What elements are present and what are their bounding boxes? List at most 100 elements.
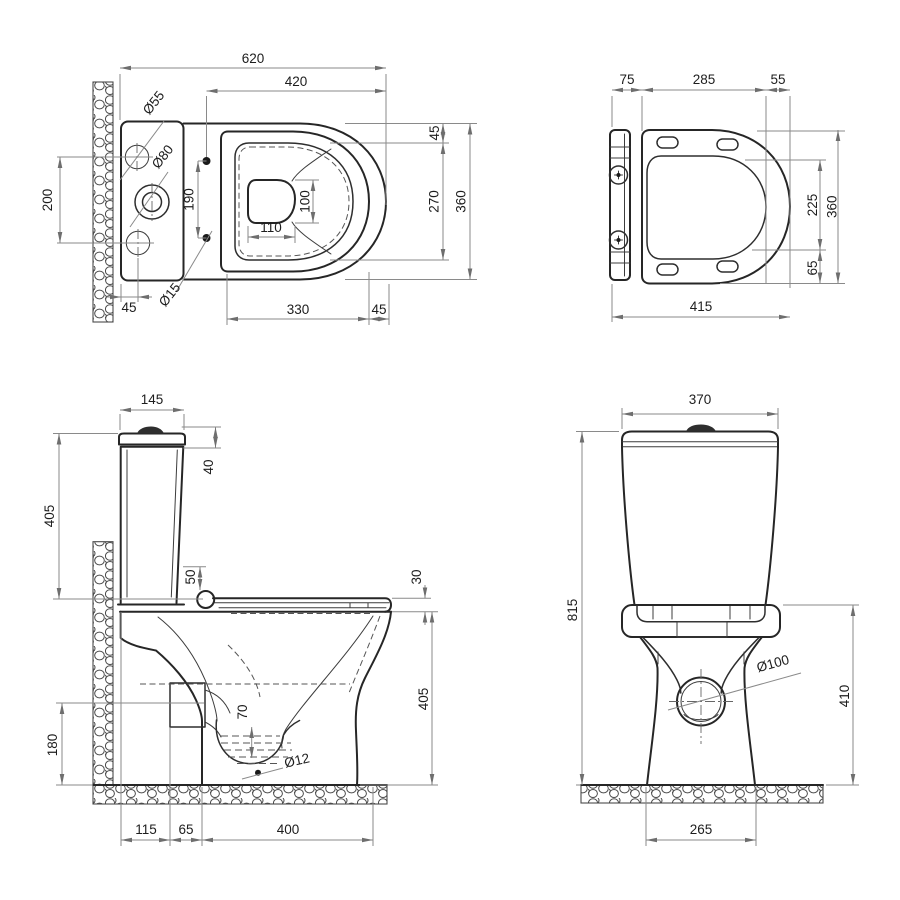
leader-lines-wc-plan [119,120,213,293]
drain-hole-inner [680,681,722,722]
view-side-section: 145 40 405 50 30 405 70 180 Ø12 115 65 4… [42,392,438,846]
seat-lid-outline [641,129,791,285]
screw-center-bottom [616,238,621,242]
dim-145: 145 [141,392,164,407]
dim-mount-hole: Ø15 [156,280,184,309]
view-rear: 370 815 Ø100 410 265 [565,392,859,846]
dim-65-side: 65 [178,822,193,837]
bowl-plan-outline [182,122,387,281]
wall-hatch-plan [92,81,114,323]
dim-45-tank: 45 [121,300,136,315]
dim-285: 285 [693,72,716,87]
dim-40: 40 [201,459,216,474]
dim-lid-hole: Ø55 [140,88,168,117]
inner-rim-hidden-edge [238,146,350,257]
hidden-edges-side [140,613,381,698]
dim-75: 75 [619,72,634,87]
dim-360-seat: 360 [824,195,839,218]
seat-side-details [212,602,390,609]
pedestal-ticks [657,651,745,665]
dim-270: 270 [427,190,442,213]
dim-405-bowl: 405 [416,688,431,711]
hinge-bar-details [609,133,631,277]
dim-330: 330 [287,302,310,317]
extension-lines-side [53,414,438,846]
dim-415: 415 [690,299,713,314]
dim-inlet-hole: Ø80 [149,142,177,171]
leader-fixing-hole [241,767,284,780]
dim-fixing-hole: Ø12 [283,750,311,770]
dim-190: 190 [182,188,197,211]
dim-110: 110 [260,220,282,235]
dim-225: 225 [805,194,820,217]
cistern-plan-outline [120,120,185,282]
dim-370: 370 [689,392,712,407]
cistern-inner-walls [126,449,178,598]
dim-420: 420 [285,74,308,89]
dim-265: 265 [690,822,713,837]
dim-400: 400 [277,822,300,837]
bumper-top-right [716,138,739,151]
seat-lid-side-profile [212,597,392,613]
bowl-rear-profile [119,610,203,786]
dim-115: 115 [135,822,157,837]
extension-lines-wc-plan [57,74,477,325]
outlet-box-side [169,682,206,728]
bowl-inner-rear-wall [157,616,218,722]
water-level-hatch [221,735,292,764]
view-wc-plan: 620 420 Ø55 Ø80 200 190 100 110 45 270 3… [40,51,477,325]
screw-cross-marks [614,170,623,245]
pedestal-outline-rear [639,636,763,786]
view-seat-plan: 75 285 55 225 360 65 415 [608,72,845,322]
seat-plan-outline [220,130,370,273]
lid-joint-lines [621,441,779,448]
dim-70: 70 [235,704,250,719]
extension-lines-rear [576,408,859,846]
dim-45-front: 45 [371,302,386,317]
cistern-body-side [119,445,185,604]
extension-lines-seat-plan [611,96,845,322]
cistern-base-ticks [652,604,751,620]
dim-620: 620 [242,51,265,66]
bowl-back-curves [642,637,760,694]
flush-button-rear [686,424,716,432]
dim-815: 815 [565,599,580,622]
dim-drain: Ø100 [755,652,791,675]
outlet-pipe-walls [204,689,231,738]
dim-45-rim: 45 [427,125,442,140]
bowl-inner-front-wall [281,615,374,749]
bumper-bottom-left [656,263,679,276]
dim-410: 410 [837,685,852,708]
wall-hatch-side [92,541,114,786]
drain-centerlines [669,669,734,744]
flush-button-side [137,426,164,434]
hinge-screw-bottom [608,230,629,250]
dim-180: 180 [45,734,60,757]
flush-channel-rear [676,621,728,638]
dim-30: 30 [409,569,424,584]
water-trap-outline [215,719,301,765]
cistern-lid-side [118,432,186,446]
dim-360-plan: 360 [454,190,469,213]
dim-65-seat: 65 [805,260,820,275]
dim-405-tank: 405 [42,505,57,528]
dim-55: 55 [770,72,785,87]
screw-center-top [616,173,621,177]
dim-100: 100 [298,190,313,213]
cistern-body-rear [621,446,779,606]
cistern-lid-rear [621,430,779,448]
outlet-opening-plan [247,179,296,224]
leader-drain [667,672,802,711]
hinge-bar-outline [609,129,631,281]
inner-rim-outline [234,142,354,261]
bowl-funnel-curves [291,148,332,255]
floor-hatch-side [92,784,388,805]
dim-200: 200 [40,189,55,212]
dim-50: 50 [183,569,198,584]
bumper-bottom-right [716,260,739,273]
floor-hatch-rear [580,784,824,804]
bumper-top-left [656,136,679,149]
hinge-screw-top [608,165,629,185]
bowl-front-profile [354,610,392,786]
